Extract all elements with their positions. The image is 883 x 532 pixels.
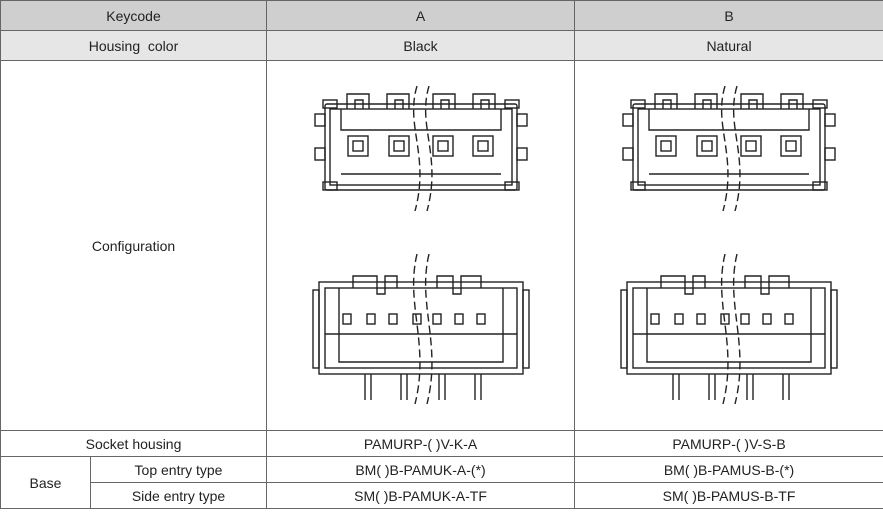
socket-housing-b: PAMURP-( )V-S-B bbox=[574, 430, 883, 457]
top-entry-label: Top entry type bbox=[89, 456, 268, 483]
side-entry-b: SM( )B-PAMUS-B-TF bbox=[574, 482, 883, 509]
socket-housing-a: PAMURP-( )V-K-A bbox=[266, 430, 576, 457]
socket-housing-row: Socket housing PAMURP-( )V-K-A PAMURP-( … bbox=[0, 430, 883, 457]
base-header-drawing-a bbox=[311, 253, 530, 405]
top-entry-a: BM( )B-PAMUK-A-(*) bbox=[266, 456, 576, 483]
side-entry-label: Side entry type bbox=[89, 482, 268, 509]
housing-color-row: Housing color Black Natural bbox=[0, 30, 883, 61]
socket-housing-drawing-b bbox=[622, 85, 836, 212]
configuration-row: Configuration bbox=[0, 60, 883, 431]
keycode-b: B bbox=[574, 0, 883, 31]
keycode-label: Keycode bbox=[0, 0, 268, 31]
side-entry-row: Side entry type SM( )B-PAMUK-A-TF SM( )B… bbox=[1, 482, 883, 509]
top-entry-b: BM( )B-PAMUS-B-(*) bbox=[574, 456, 883, 483]
spec-table: Keycode A B Housing color Black Natural … bbox=[0, 0, 883, 509]
top-entry-row: Base Top entry type BM( )B-PAMUK-A-(*) B… bbox=[0, 456, 883, 509]
base-label: Base bbox=[0, 456, 91, 509]
socket-housing-label: Socket housing bbox=[0, 430, 268, 457]
socket-housing-drawing-a bbox=[313, 85, 528, 212]
configuration-drawings-a bbox=[266, 60, 576, 431]
side-entry-a: SM( )B-PAMUK-A-TF bbox=[266, 482, 576, 509]
keycode-row: Keycode A B bbox=[0, 0, 883, 31]
housing-color-a: Black bbox=[266, 30, 576, 61]
configuration-drawings-b bbox=[574, 60, 883, 431]
configuration-label: Configuration bbox=[0, 60, 268, 431]
keycode-a: A bbox=[266, 0, 576, 31]
housing-color-label: Housing color bbox=[0, 30, 268, 61]
housing-color-b: Natural bbox=[574, 30, 883, 61]
base-header-drawing-b bbox=[620, 253, 838, 405]
